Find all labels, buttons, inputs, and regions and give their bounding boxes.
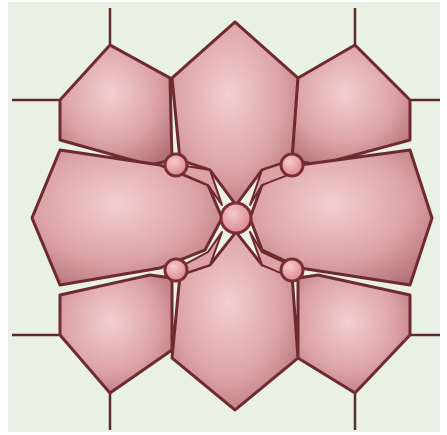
junction-node-4 [165, 259, 187, 281]
junction-node-2 [281, 154, 303, 176]
junction-node-3 [221, 203, 251, 233]
junction-node-1 [165, 154, 187, 176]
junction-node-5 [281, 259, 303, 281]
